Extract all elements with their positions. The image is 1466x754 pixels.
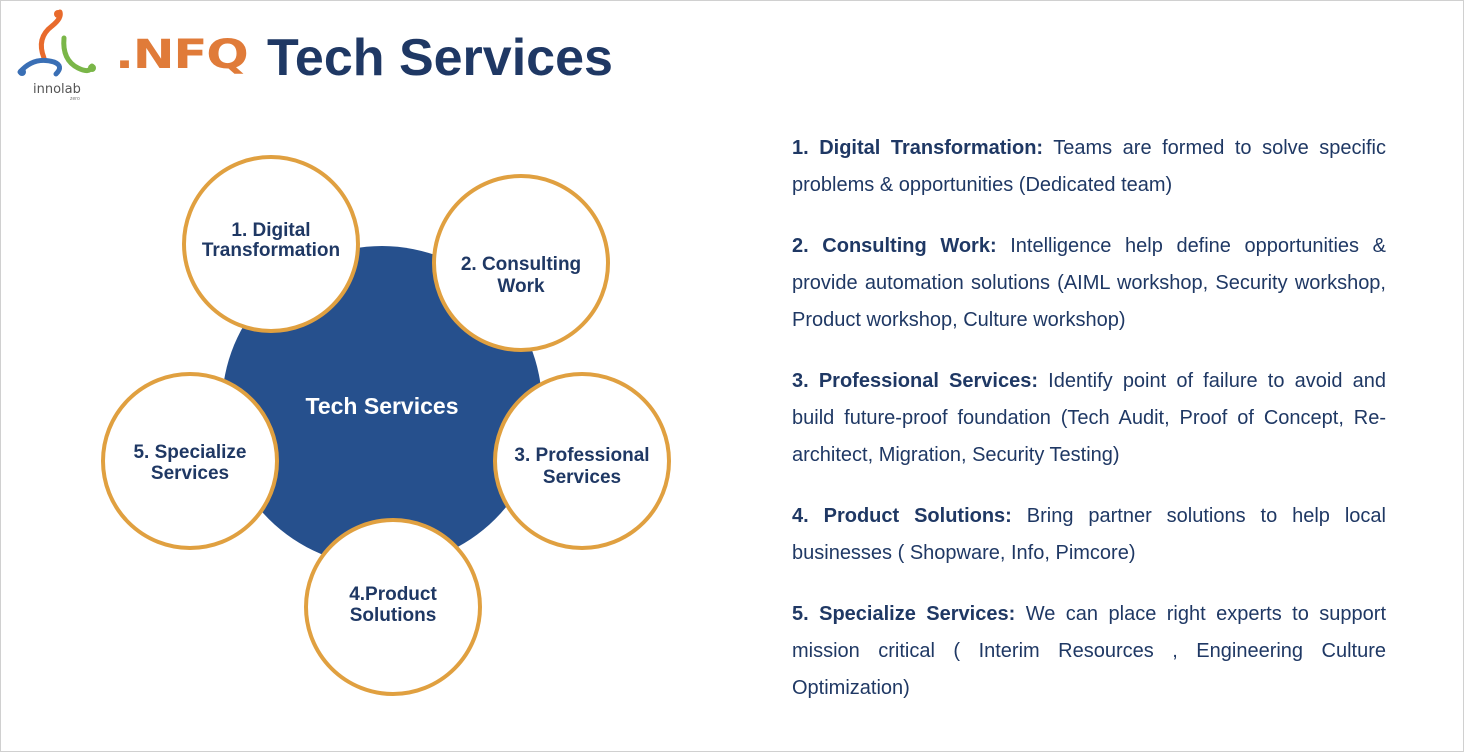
services-diagram: Tech Services 1. Digital Transformation … (101, 155, 671, 696)
description-professional-services: 3. Professional Services: Identify point… (792, 363, 1386, 474)
description-heading: 5. Specialize Services: (792, 603, 1016, 625)
node-label-line2: Solutions (350, 605, 437, 626)
node-label-line2: Transformation (202, 240, 340, 261)
description-text: We can place right experts to support mi… (792, 603, 1387, 699)
description-digital-transformation: 1. Digital Transformation: Teams are for… (792, 130, 1386, 204)
node-digital-transformation: 1. Digital Transformation (182, 155, 360, 333)
description-text: Intelligence help define opportunities &… (792, 235, 1387, 331)
node-label-line1: 2. Consulting (461, 254, 581, 275)
node-label-line1: 5. Specialize (133, 442, 246, 463)
innolab-logo-text: innolab (33, 82, 81, 97)
description-text: Identify point of failure to avoid and b… (792, 370, 1386, 466)
innolab-logo-icon (17, 9, 96, 77)
description-specialize-services: 5. Specialize Services: We can place rig… (792, 596, 1386, 707)
node-label-line1: 4.Product (349, 584, 437, 605)
node-product-solutions: 4.Product Solutions (304, 518, 482, 696)
description-product-solutions: 4. Product Solutions: Bring partner solu… (792, 498, 1386, 572)
node-label-line2: Services (543, 467, 621, 488)
description-heading: 1. Digital Transformation: (792, 137, 1044, 159)
description-heading: 4. Product Solutions: (792, 505, 1012, 527)
node-professional-services: 3. Professional Services (493, 372, 671, 550)
node-label-line1: 1. Digital (231, 220, 310, 241)
node-consulting-work: 2. Consulting Work (432, 174, 610, 352)
service-descriptions: 1. Digital Transformation: Teams are for… (792, 130, 1386, 731)
node-label-line2: Work (497, 276, 545, 297)
description-heading: 3. Professional Services: (792, 370, 1038, 392)
node-label-line1: 3. Professional (514, 445, 649, 466)
description-text: Teams are formed to solve specific probl… (792, 137, 1386, 196)
description-text: Bring partner solutions to help local bu… (792, 505, 1386, 564)
nfq-logo: .NFQ (115, 32, 249, 78)
node-specialize-services: 5. Specialize Services (101, 372, 279, 550)
description-heading: 2. Consulting Work: (792, 235, 997, 257)
innolab-logo-subtext: zero (70, 96, 80, 102)
page-title: Tech Services (267, 29, 613, 87)
node-label-line2: Services (151, 463, 229, 484)
center-label: Tech Services (305, 393, 458, 419)
description-consulting-work: 2. Consulting Work: Intelligence help de… (792, 228, 1386, 339)
